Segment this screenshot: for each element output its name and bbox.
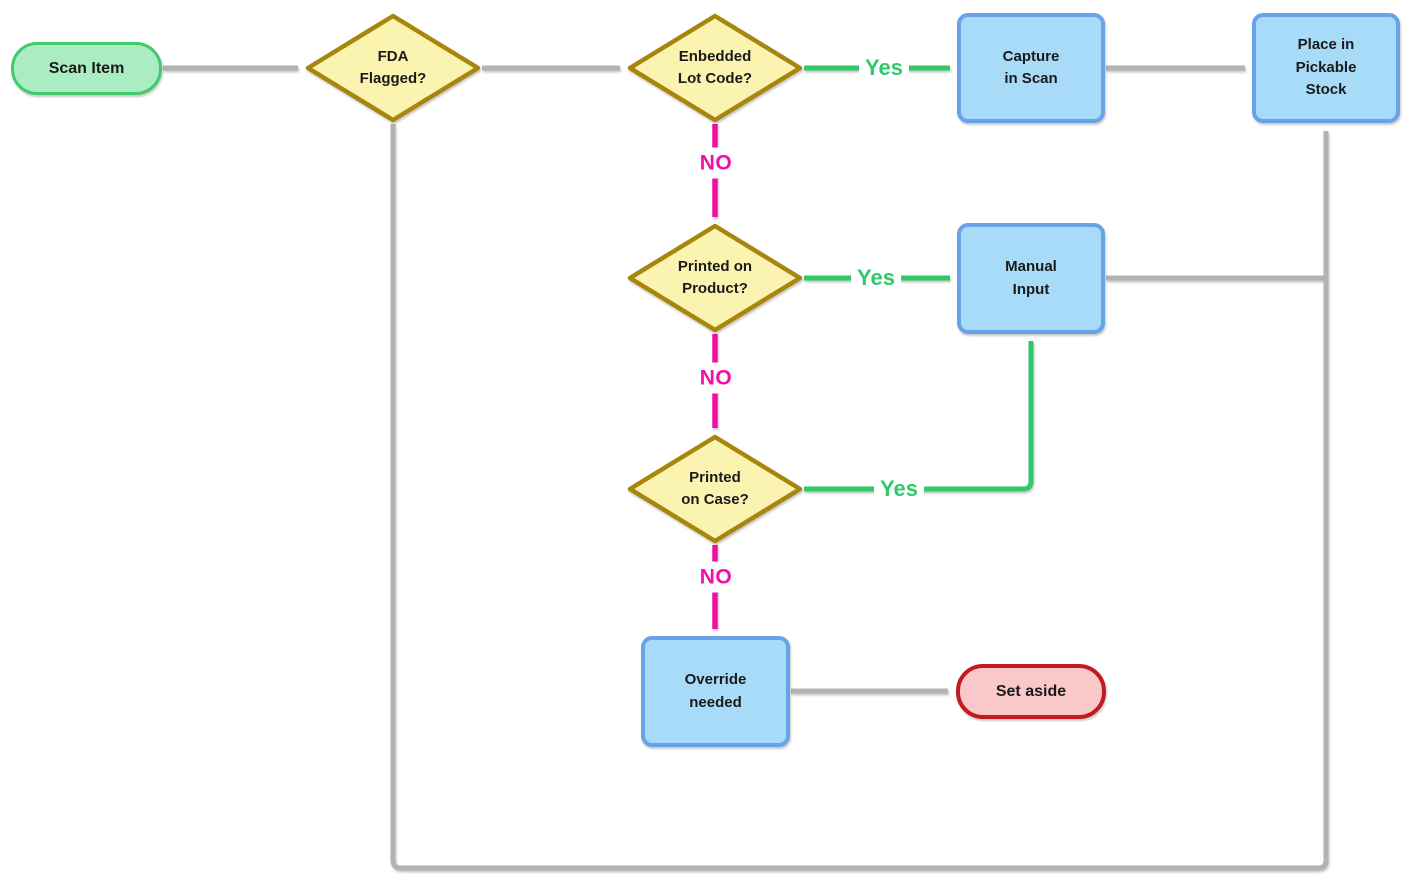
node-override-needed[interactable]: Override needed [641,636,790,747]
edge-label-case-yes: Yes [874,476,924,502]
node-printed-on-product[interactable]: Printed on Product? [627,223,803,333]
node-printed-on-case[interactable]: Printed on Case? [627,434,803,544]
node-set-aside[interactable]: Set aside [956,664,1106,719]
node-fda-flagged-label: FDA Flagged? [359,47,427,88]
node-manual-input[interactable]: Manual Input [957,223,1105,334]
edge-label-case-no: NO [696,561,736,593]
node-scan-item-label: Scan Item [48,59,125,77]
node-printed-on-case-label: Printed on Case? [681,468,749,509]
node-manual-input-label: Manual Input [1005,258,1057,298]
edge-label-embedded-no: NO [696,147,736,179]
node-place-in-pickable-stock[interactable]: Place in Pickable Stock [1252,13,1400,123]
node-embedded-lot-code-label: Enbedded Lot Code? [677,47,753,88]
node-embedded-lot-code[interactable]: Enbedded Lot Code? [627,13,803,123]
edge-label-embedded-yes: Yes [859,55,909,81]
edge-label-product-no: NO [696,362,736,394]
node-place-in-pickable-stock-label: Place in Pickable Stock [1295,36,1357,99]
diamond-shape [627,13,803,123]
diamond-shape [627,223,803,333]
diamond-shape [627,434,803,544]
node-override-needed-label: Override needed [684,671,747,711]
node-capture-in-scan-label: Capture in Scan [1002,47,1060,88]
connector-case-yes-to-manual [804,341,1034,492]
diamond-shape [305,13,481,123]
edge-label-product-yes: Yes [851,265,901,291]
connector-fda-no-loop-to-place [390,124,1329,871]
node-fda-flagged[interactable]: FDA Flagged? [305,13,481,123]
node-scan-item[interactable]: Scan Item [11,42,162,95]
node-capture-in-scan[interactable]: Capture in Scan [957,13,1105,123]
node-set-aside-label: Set aside [995,682,1067,700]
node-printed-on-product-label: Printed on Product? [677,257,753,298]
